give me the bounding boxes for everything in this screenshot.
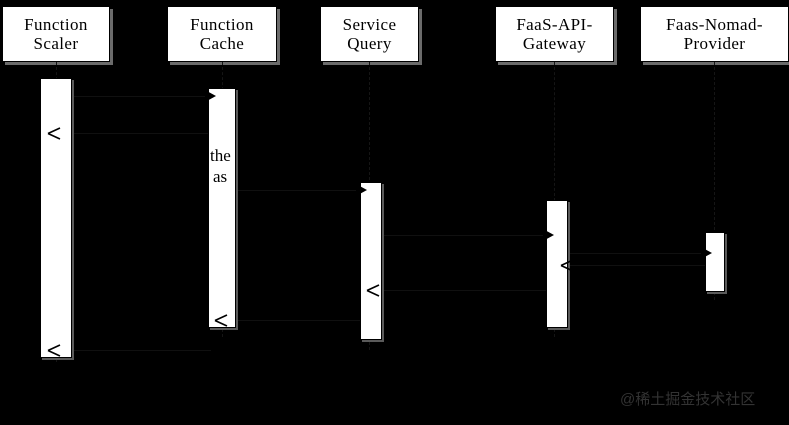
- message-line-provider-return-to-gateway: [568, 265, 714, 266]
- participant-faas-api-gateway: FaaS-API- Gateway: [495, 6, 614, 62]
- activation-bar-function-scaler: [40, 78, 72, 358]
- participant-service-query: Service Query: [320, 6, 419, 62]
- watermark: @稀土掘金技术社区: [620, 391, 756, 408]
- participant-label-line1: FaaS-API-: [516, 14, 593, 34]
- participant-label-line1: Function: [24, 14, 88, 34]
- message-label-fragment-the: the: [210, 146, 231, 165]
- participant-label-line2: Query: [347, 34, 392, 53]
- message-line-gateway-return-to-query: [369, 290, 549, 291]
- message-label-fragment-as: as: [213, 167, 228, 186]
- participant-label-line1: Service: [342, 14, 397, 34]
- arrowhead-return-gateway-to-query: [366, 284, 380, 297]
- message-line-query-return-to-cache: [222, 320, 364, 321]
- arrowhead-return-query-to-cache: [214, 314, 228, 327]
- participant-label-line2: Gateway: [522, 34, 587, 53]
- participant-label-line2: Provider: [683, 34, 746, 53]
- arrowhead-return-cache-to-scaler-final: [47, 344, 61, 357]
- activation-bar-function-cache: [208, 88, 236, 328]
- lifeline-faas-api-gateway: [554, 62, 556, 337]
- lifeline-faas-nomad-provider: [714, 62, 716, 300]
- arrowhead-return-cache-to-scaler: [47, 127, 61, 140]
- activation-bar-service-query: [360, 182, 382, 340]
- participant-faas-nomad-provider: Faas-Nomad- Provider: [640, 6, 789, 62]
- message-line-cache-to-query: [222, 190, 364, 191]
- arrowhead-call-scaler-to-cache: [205, 90, 216, 102]
- participant-function-scaler: Function Scaler: [2, 6, 110, 62]
- arrowhead-call-cache-to-query: [356, 184, 367, 196]
- message-line-cache-return-final-to-scaler: [56, 350, 211, 351]
- arrowhead-return-provider-to-gateway: [560, 259, 574, 272]
- message-line-query-to-gateway: [369, 235, 549, 236]
- message-line-cache-return-to-scaler: [56, 133, 211, 134]
- activation-bar-faas-nomad-provider: [705, 232, 725, 292]
- participant-label-line1: Faas-Nomad-: [666, 14, 763, 34]
- participant-label-line2: Scaler: [33, 34, 79, 53]
- arrowhead-call-gateway-to-provider: [701, 247, 712, 259]
- participant-label-line1: Function: [190, 14, 254, 34]
- participant-label-line2: Cache: [199, 34, 245, 53]
- arrowhead-call-query-to-gateway: [543, 229, 554, 241]
- message-line-gateway-to-provider: [554, 253, 708, 254]
- participant-function-cache: Function Cache: [167, 6, 277, 62]
- message-line-scaler-to-cache: [56, 96, 211, 97]
